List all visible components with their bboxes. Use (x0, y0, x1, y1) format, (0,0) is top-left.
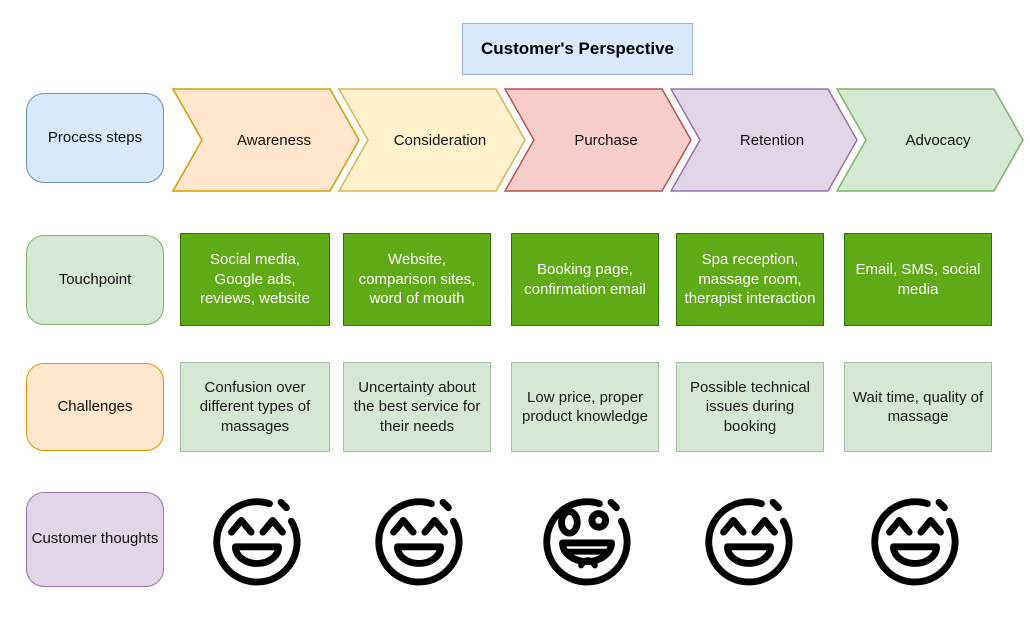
step-arrow-shape (504, 88, 692, 192)
challenge-cell-advocacy: Wait time, quality of massage (844, 362, 992, 452)
touchpoint-text: Spa reception, massage room, therapist i… (684, 251, 816, 308)
touchpoint-cell-purchase: Booking page, confirmation email (511, 233, 659, 326)
process-step-retention: Retention (670, 88, 860, 192)
left-smiling-eye (886, 516, 913, 536)
face-outline-tick (277, 498, 290, 512)
step-arrow-shape (836, 88, 1024, 192)
face-outline-tick (935, 498, 948, 512)
left-smiling-eye (390, 516, 417, 536)
open-smile-mouth (394, 543, 444, 567)
face-outline (375, 498, 463, 586)
row-label-challenges: Challenges (26, 363, 164, 451)
left-smiling-eye (228, 516, 255, 536)
left-smiling-eye (720, 516, 747, 536)
step-label: Retention (739, 131, 805, 149)
challenge-text: Low price, proper product knowledge (522, 388, 648, 426)
row-label-text: Touchpoint (58, 270, 132, 288)
customer-emotion-icon-advocacy (866, 490, 964, 588)
step-label: Consideration (393, 131, 487, 149)
face-outline-tick (439, 498, 452, 512)
step-arrow-shape (338, 88, 526, 192)
face-outline (871, 498, 959, 586)
step-label: Advocacy (905, 131, 971, 149)
step-label: Purchase (574, 131, 638, 149)
diagram-title-text: Customer's Perspective (480, 39, 675, 58)
right-smiling-eye (259, 516, 286, 536)
challenge-cell-purchase: Low price, proper product knowledge (511, 362, 659, 452)
grinning-face-icon (375, 498, 463, 586)
process-step-advocacy: Advocacy (836, 88, 1026, 192)
open-smile-mouth (232, 543, 282, 567)
challenge-text: Possible technical issues during booking (689, 378, 811, 435)
grinning-face-icon (213, 498, 301, 586)
tongue (578, 557, 598, 569)
right-smiling-eye (421, 516, 448, 536)
customer-emotion-icon-consideration (370, 490, 468, 588)
left-open-eye (558, 508, 581, 537)
right-smiling-eye (917, 516, 944, 536)
challenge-text: Confusion over different types of massag… (199, 378, 311, 435)
row-label-text: Customer thoughts (31, 530, 159, 548)
row-label-text: Process steps (47, 128, 143, 146)
process-step-purchase: Purchase (504, 88, 694, 192)
touchpoint-cell-awareness: Social media, Google ads, reviews, websi… (180, 233, 330, 326)
customer-emotion-icon-retention (700, 490, 798, 588)
step-label: Awareness (237, 131, 311, 149)
customer-emotion-icon-awareness (208, 490, 306, 588)
challenge-text: Uncertainty about the best service for t… (353, 378, 481, 435)
process-step-awareness: Awareness (172, 88, 362, 192)
face-outline-tick (607, 498, 620, 512)
face-outline (543, 498, 631, 586)
grinning-face-icon (871, 498, 959, 586)
touchpoint-text: Email, SMS, social media (855, 261, 981, 298)
row-label-process-steps: Process steps (26, 93, 164, 183)
challenge-text: Wait time, quality of massage (852, 388, 984, 426)
touchpoint-cell-retention: Spa reception, massage room, therapist i… (676, 233, 824, 326)
process-step-consideration: Consideration (338, 88, 528, 192)
customer-emotion-icon-purchase (538, 490, 636, 588)
touchpoint-text: Website, comparison sites, word of mouth (358, 251, 476, 308)
open-smile-mouth (890, 543, 940, 567)
row-label-customer-thoughts: Customer thoughts (26, 492, 164, 587)
challenge-cell-retention: Possible technical issues during booking (676, 362, 824, 452)
right-open-eye (588, 510, 610, 531)
row-label-touchpoint: Touchpoint (26, 235, 164, 325)
touchpoint-cell-consideration: Website, comparison sites, word of mouth (343, 233, 491, 326)
face-outline (213, 498, 301, 586)
row-label-text: Challenges (57, 397, 133, 415)
excited-face-icon (543, 498, 631, 586)
diagram-title: Customer's Perspective (462, 23, 693, 75)
touchpoint-text: Booking page, confirmation email (524, 261, 646, 298)
right-smiling-eye (751, 516, 778, 536)
face-outline (705, 498, 793, 586)
challenge-cell-awareness: Confusion over different types of massag… (180, 362, 330, 452)
grinning-face-icon (705, 498, 793, 586)
step-arrow-shape (172, 88, 360, 192)
touchpoint-cell-advocacy: Email, SMS, social media (844, 233, 992, 326)
step-arrow-shape (670, 88, 858, 192)
face-outline-tick (769, 498, 782, 512)
challenge-cell-consideration: Uncertainty about the best service for t… (343, 362, 491, 452)
touchpoint-text: Social media, Google ads, reviews, websi… (199, 251, 311, 308)
open-smile-mouth (724, 543, 774, 567)
